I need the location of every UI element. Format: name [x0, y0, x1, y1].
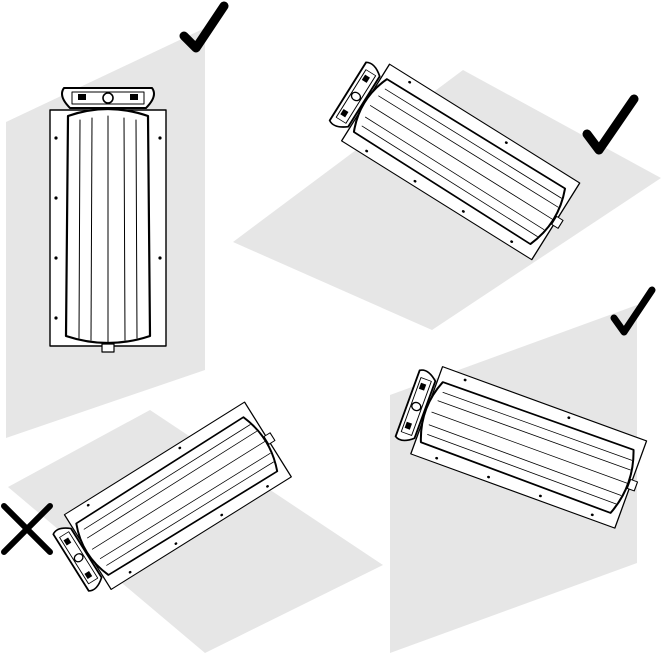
cross-icon [1, 503, 53, 555]
checkmark-icon [610, 286, 656, 336]
checkmark-icon [582, 94, 639, 155]
panel-upside-down [1, 398, 383, 653]
panel-horizontal-wall [390, 286, 656, 653]
checkmark-icon [179, 1, 229, 53]
inverter-vertical [48, 86, 168, 354]
panel-vertical-wall [6, 1, 229, 438]
panel-horizontal-floor [233, 52, 661, 330]
